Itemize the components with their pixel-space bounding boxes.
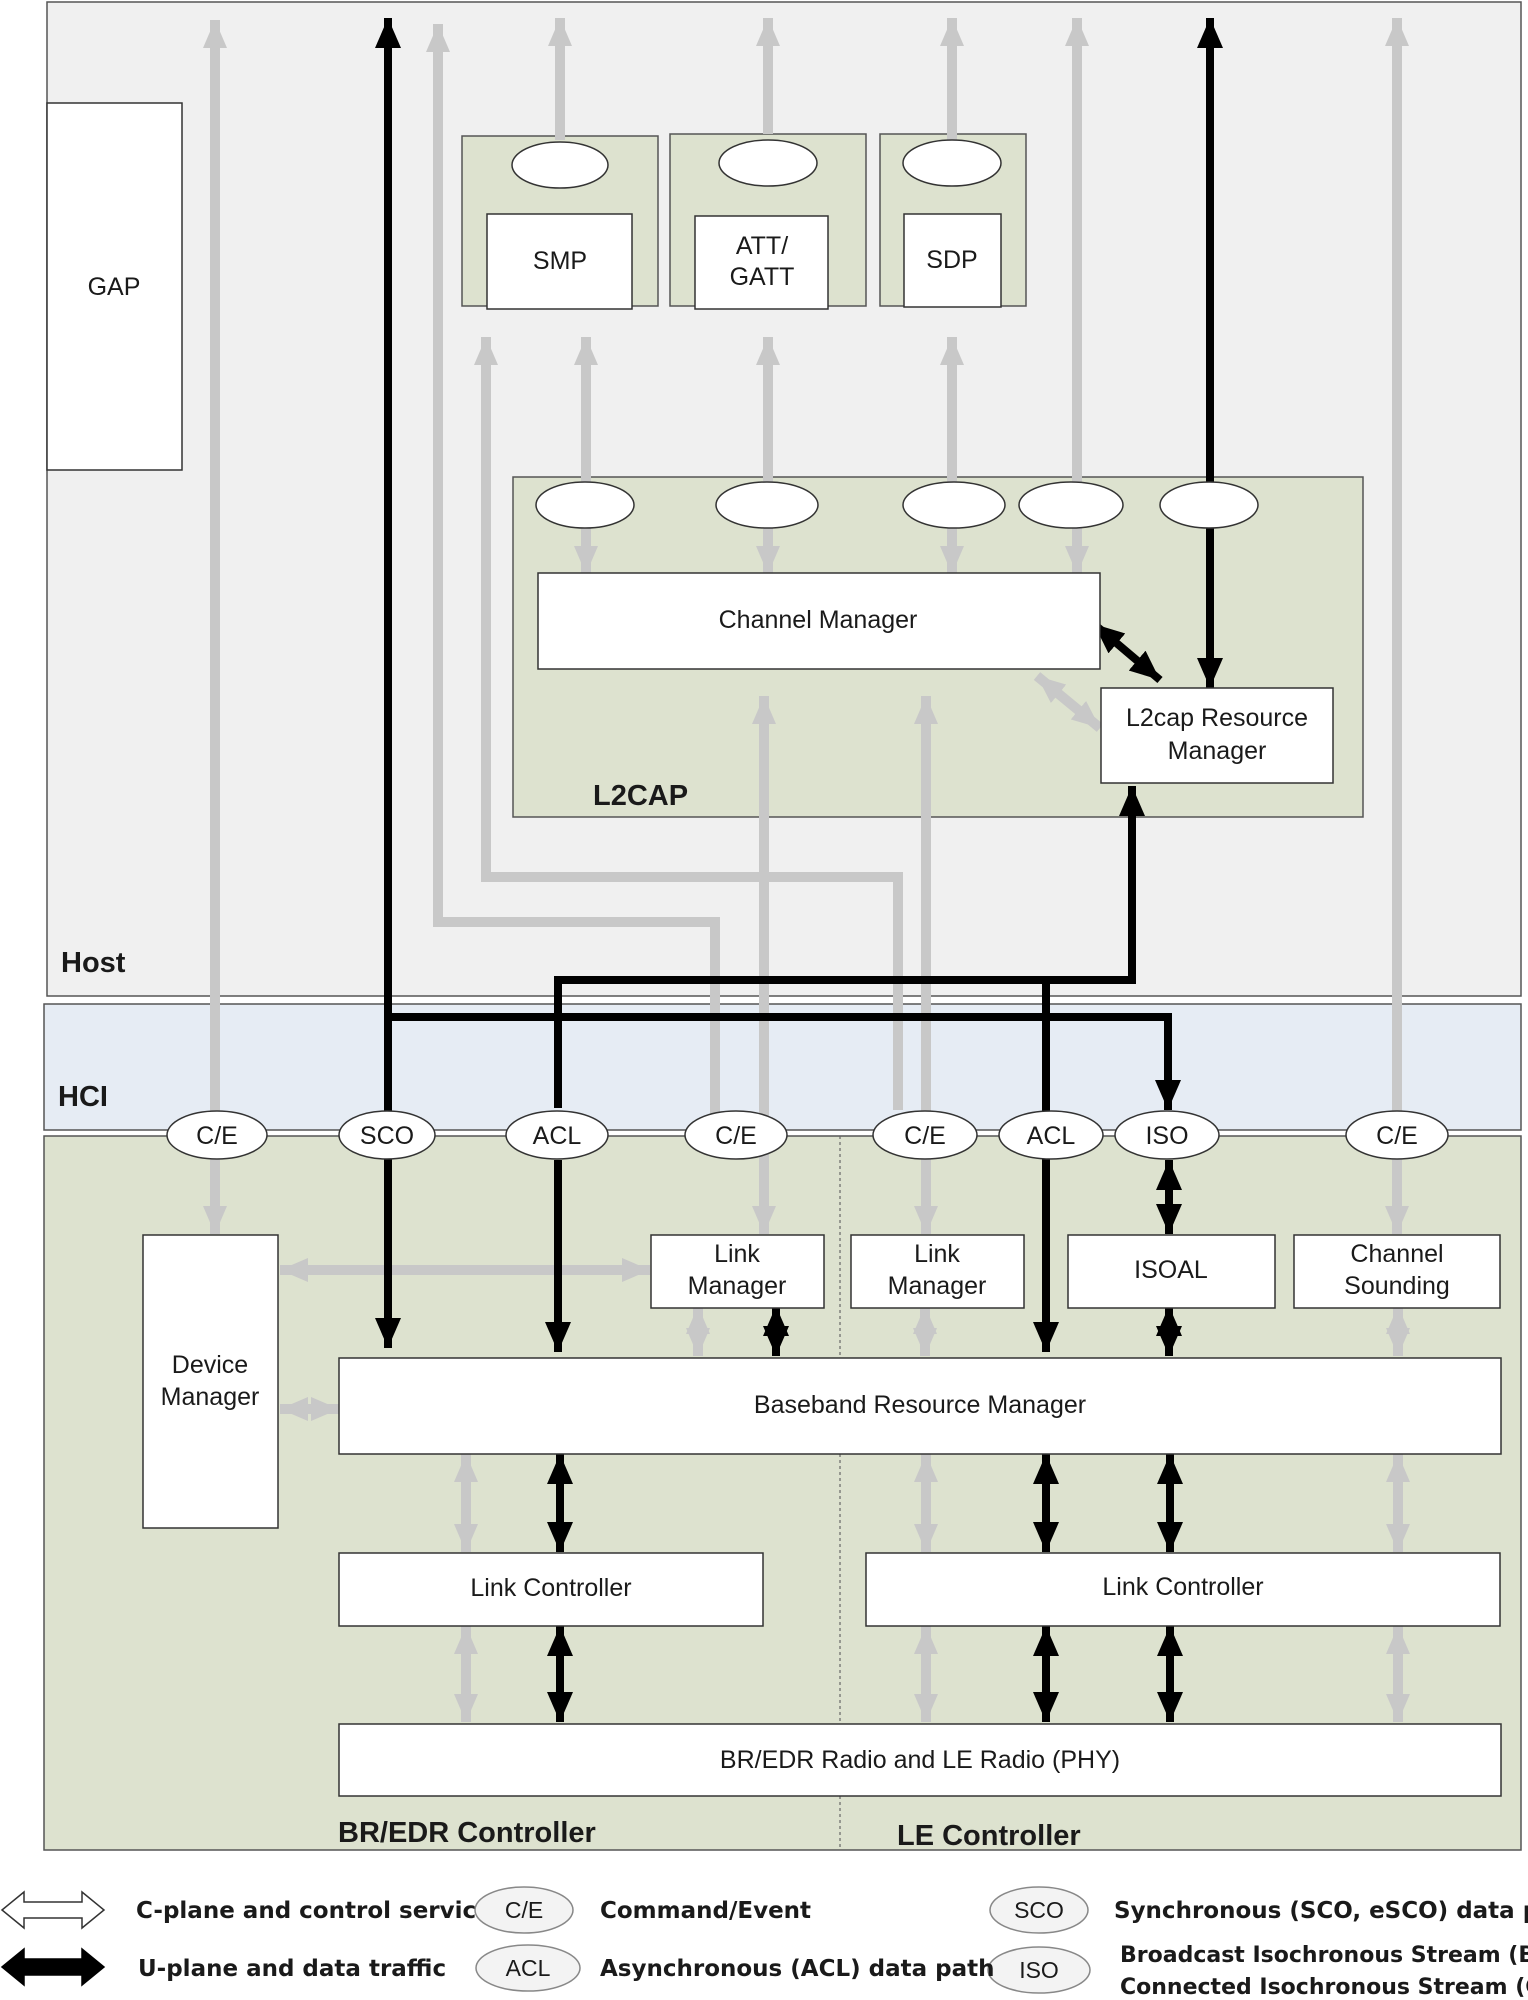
sdp-sap (902, 139, 1002, 187)
link-manager-bredr-label-line2: Manager (688, 1272, 787, 1300)
radio-label: BR/EDR Radio and LE Radio (PHY) (720, 1746, 1120, 1774)
l2cap-ce-arrow (474, 337, 903, 1110)
port-ce-2-label: C/E (715, 1122, 757, 1150)
port-ce-4-label: C/E (1376, 1122, 1418, 1150)
port-ce-4-shape (1345, 1110, 1449, 1160)
device-manager-label-line1: Device (172, 1351, 248, 1379)
port-acl-2-shape (998, 1110, 1104, 1160)
channel-sounding-label-line1: Channel (1350, 1240, 1443, 1268)
link-controller-bredr-block (338, 1552, 764, 1627)
port-ce-3-shape (872, 1110, 978, 1160)
l2cap-sap-2 (715, 481, 819, 529)
hci-region (43, 1003, 1522, 1131)
radio-block (338, 1723, 1502, 1797)
smp-block (486, 213, 633, 310)
legend-cplane-text: C-plane and control services (136, 1898, 505, 1924)
bredr-controller-label: BR/EDR Controller (338, 1817, 596, 1849)
legend-ce-desc: Command/Event (600, 1898, 811, 1924)
channel-sounding-label-line2: Sounding (1344, 1272, 1450, 1300)
legend-sco-desc: Synchronous (SCO, eSCO) data path (1114, 1898, 1528, 1924)
uplane-arrows (375, 17, 1223, 1722)
sdp-label: SDP (926, 246, 977, 274)
port-ce-1-shape (166, 1110, 268, 1160)
isoal-label: ISOAL (1134, 1256, 1208, 1284)
cm-rm-grey-arrow (1033, 672, 1104, 732)
port-acl-2-label: ACL (1027, 1122, 1076, 1150)
link-manager-le-label-line1: Link (914, 1240, 960, 1268)
l2cap-region-label: L2CAP (593, 780, 688, 812)
l2cap-rm-label-line1: L2cap Resource (1126, 704, 1308, 732)
port-ce-3-label: C/E (904, 1122, 946, 1150)
port-iso-shape (1114, 1110, 1220, 1160)
port-sco-label: SCO (360, 1122, 414, 1150)
link-manager-le-label-line2: Manager (888, 1272, 987, 1300)
legend-uplane-arrow-icon (0, 1947, 106, 1987)
sap-ovals (511, 139, 1259, 529)
smp-sap (511, 141, 609, 189)
link-manager-bredr-label-line1: Link (714, 1240, 760, 1268)
att-block (694, 215, 829, 310)
legend-ce-badge-label: C/E (505, 1897, 543, 1923)
legend-iso-badge-label: ISO (1019, 1957, 1059, 1983)
blocks (46, 102, 1502, 1797)
link-controller-le-label: Link Controller (1102, 1573, 1263, 1601)
smp-label: SMP (533, 247, 587, 275)
sco-iso-arrow (388, 1013, 1181, 1110)
port-acl-1-label: ACL (533, 1122, 582, 1150)
legend-acl-badge (475, 1944, 581, 1992)
legend-acl-desc: Asynchronous (ACL) data path (600, 1956, 994, 1982)
l2cap-sap-1 (535, 481, 635, 529)
l2cap-sap-3 (902, 481, 1006, 529)
isoal-block (1067, 1234, 1276, 1309)
channel-sounding-block (1293, 1234, 1501, 1309)
l2cap-rm-block (1100, 687, 1334, 784)
sdp-block (903, 213, 1002, 308)
att-sap (718, 139, 818, 187)
cplane-arrows (203, 17, 1410, 1722)
legend-sco-badge-label: SCO (1014, 1897, 1064, 1923)
le-controller-label: LE Controller (897, 1820, 1081, 1852)
legend-acl-badge-label: ACL (506, 1955, 551, 1981)
hci-ports (166, 1110, 1449, 1160)
acl-bredr-arrow (554, 786, 1145, 1108)
link-controller-le-block (865, 1552, 1501, 1627)
link-manager-le-block (850, 1234, 1025, 1309)
legend: C-plane and control services U-plane and… (0, 1886, 1528, 2000)
legend-iso-desc-line1: Broadcast Isochronous Stream (BIS) (1120, 1943, 1528, 1968)
gap-label: GAP (88, 273, 141, 301)
legend-cplane-arrow-icon (0, 1890, 106, 1930)
legend-sco-badge (989, 1886, 1089, 1934)
port-ce-1-label: C/E (196, 1122, 238, 1150)
att-label-line2: GATT (730, 263, 795, 291)
cm-rm-black-arrow (1091, 620, 1163, 684)
device-manager-block (142, 1234, 279, 1529)
link-controller-bredr-label: Link Controller (470, 1574, 631, 1602)
channel-manager-block (537, 572, 1101, 670)
legend-ce-badge (474, 1886, 574, 1934)
device-manager-label-line2: Manager (161, 1383, 260, 1411)
legend-uplane-text: U-plane and data traffic (138, 1956, 446, 1982)
link-manager-bredr-block (650, 1234, 825, 1309)
port-sco-shape (338, 1110, 436, 1160)
host-region-label: Host (61, 947, 126, 979)
l2cap-sap-4 (1018, 481, 1124, 529)
l2cap-rm-label-line2: Manager (1168, 737, 1267, 765)
legend-iso-badge (987, 1946, 1091, 1994)
baseband-rm-label: Baseband Resource Manager (754, 1391, 1086, 1419)
l2cap-sap-5 (1159, 481, 1259, 529)
att-label-line1: ATT/ (736, 232, 788, 260)
smp-path-arrow (426, 23, 720, 1140)
hci-region-label: HCI (58, 1081, 108, 1113)
port-iso-label: ISO (1145, 1122, 1188, 1150)
gap-block (46, 102, 183, 471)
port-ce-2-shape (684, 1110, 788, 1160)
port-acl-1-shape (505, 1110, 609, 1160)
legend-iso-desc-line2: Connected Isochronous Stream (CIS) (1120, 1975, 1528, 2000)
channel-manager-label: Channel Manager (719, 606, 918, 634)
baseband-rm-block (338, 1357, 1502, 1455)
